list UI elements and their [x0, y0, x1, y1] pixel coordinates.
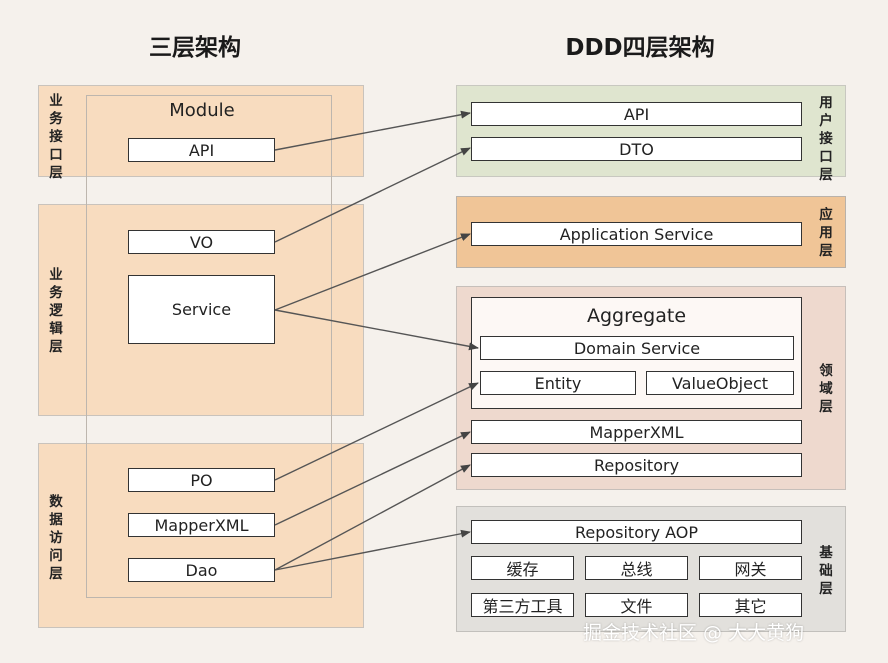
left-layer-label-interface: 业务接口层 — [49, 93, 63, 181]
left-service-box: Service — [128, 275, 275, 344]
valueobject-box: ValueObject — [646, 371, 794, 395]
left-dao-box: Dao — [128, 558, 275, 582]
left-po-box: PO — [128, 468, 275, 492]
left-layer-label-data: 数据访问层 — [49, 494, 63, 582]
left-vo-box: VO — [128, 230, 275, 254]
right-layer-label-infrastructure: 基础层 — [819, 545, 833, 597]
user-interface-layer — [456, 85, 846, 177]
right-layer-label-application: 应用层 — [819, 207, 833, 259]
watermark: 掘金技术社区 @ 大大黄狗 — [583, 622, 805, 644]
gateway-box: 网关 — [699, 556, 802, 580]
left-api-box: API — [128, 138, 275, 162]
right-dto-box: DTO — [471, 137, 802, 161]
third-party-tools-box: 第三方工具 — [471, 593, 574, 617]
application-service-box: Application Service — [471, 222, 802, 246]
right-mapperxml-box: MapperXML — [471, 420, 802, 444]
aggregate-title: Aggregate — [586, 305, 687, 327]
left-title: 三层架构 — [149, 35, 241, 61]
left-layer-label-logic: 业务逻辑层 — [49, 267, 63, 355]
module-label: Module — [169, 100, 235, 121]
cache-box: 缓存 — [471, 556, 574, 580]
repository-box: Repository — [471, 453, 802, 477]
right-layer-label-user-interface: 用户接口层 — [819, 95, 833, 183]
file-box: 文件 — [585, 593, 688, 617]
right-api-box: API — [471, 102, 802, 126]
entity-box: Entity — [480, 371, 636, 395]
right-title: DDD四层架构 — [565, 35, 715, 61]
left-mapperxml-box: MapperXML — [128, 513, 275, 537]
others-box: 其它 — [699, 593, 802, 617]
domain-service-box: Domain Service — [480, 336, 794, 360]
right-layer-label-domain: 领域层 — [819, 363, 833, 415]
repository-aop-box: Repository AOP — [471, 520, 802, 544]
bus-box: 总线 — [585, 556, 688, 580]
